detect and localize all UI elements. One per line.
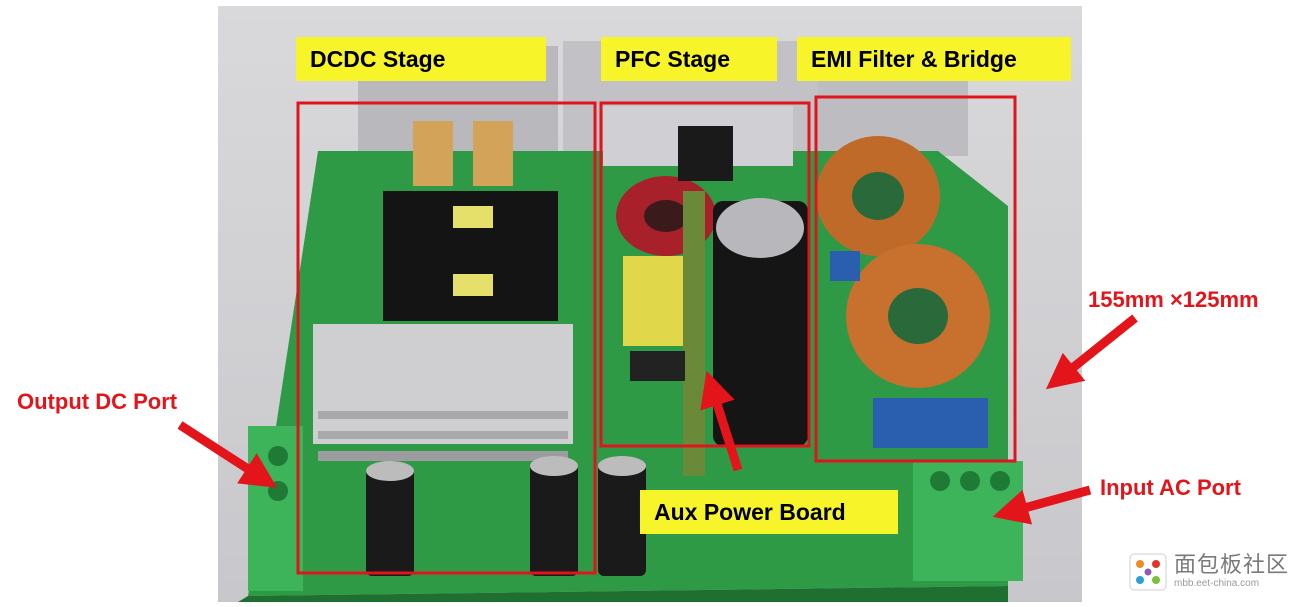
pfc-stage-box — [599, 101, 811, 448]
input-terminal-screw — [960, 471, 980, 491]
output-capacitor — [366, 466, 414, 576]
mosfet — [473, 121, 513, 186]
input-ac-port-annotation: Input AC Port — [1100, 475, 1241, 500]
watermark-url: mbb.eet-china.com — [1174, 578, 1260, 589]
heatsink-fin — [318, 411, 568, 419]
x-capacitor — [873, 398, 988, 448]
aluminum-heatsink — [313, 324, 573, 444]
input-terminal-screw — [930, 471, 950, 491]
aux-ic — [630, 351, 685, 381]
pfc-stage-label: PFC Stage — [601, 37, 777, 81]
pcb-edge — [238, 586, 1008, 602]
output-capacitor — [598, 461, 646, 576]
watermark-name: 面包板社区 — [1174, 553, 1290, 578]
aux-power-board — [683, 191, 705, 476]
y-capacitor — [830, 251, 860, 281]
emi-choke-core — [888, 288, 948, 344]
input-terminal-screw — [990, 471, 1010, 491]
board-size-arrow — [1045, 314, 1138, 390]
watermark: 面包板社区 mbb.eet-china.com — [1128, 552, 1289, 592]
emi-filter-box — [814, 95, 1017, 463]
bulk-capacitor-top — [716, 198, 804, 258]
output-port-arrow — [177, 421, 278, 488]
emi-filter-label: EMI Filter & Bridge — [797, 37, 1071, 81]
pfc-mosfet — [678, 126, 733, 181]
watermark-logo-icon — [1129, 553, 1167, 591]
mosfet — [413, 121, 453, 186]
aux-power-board-label: Aux Power Board — [640, 490, 898, 534]
capacitor-top — [530, 456, 578, 476]
bulk-capacitor — [713, 201, 808, 446]
output-capacitor — [530, 461, 578, 576]
aux-board-arrow — [700, 370, 743, 472]
emi-choke-core — [852, 172, 904, 220]
capacitor-top — [598, 456, 646, 476]
aux-transformer — [623, 256, 683, 346]
board-size-annotation: 155mm ×125mm — [1088, 287, 1259, 312]
transformer-core — [453, 206, 493, 228]
heatsink-fin — [318, 431, 568, 439]
dcdc-stage-box — [296, 101, 597, 575]
transformer-core — [453, 274, 493, 296]
input-port-arrow — [992, 485, 1092, 525]
capacitor-top — [366, 461, 414, 481]
output-dc-port-annotation: Output DC Port — [17, 389, 178, 414]
heatsink-fin — [318, 451, 568, 461]
pfc-inductor-core — [644, 200, 688, 232]
dcdc-stage-label: DCDC Stage — [296, 37, 546, 81]
